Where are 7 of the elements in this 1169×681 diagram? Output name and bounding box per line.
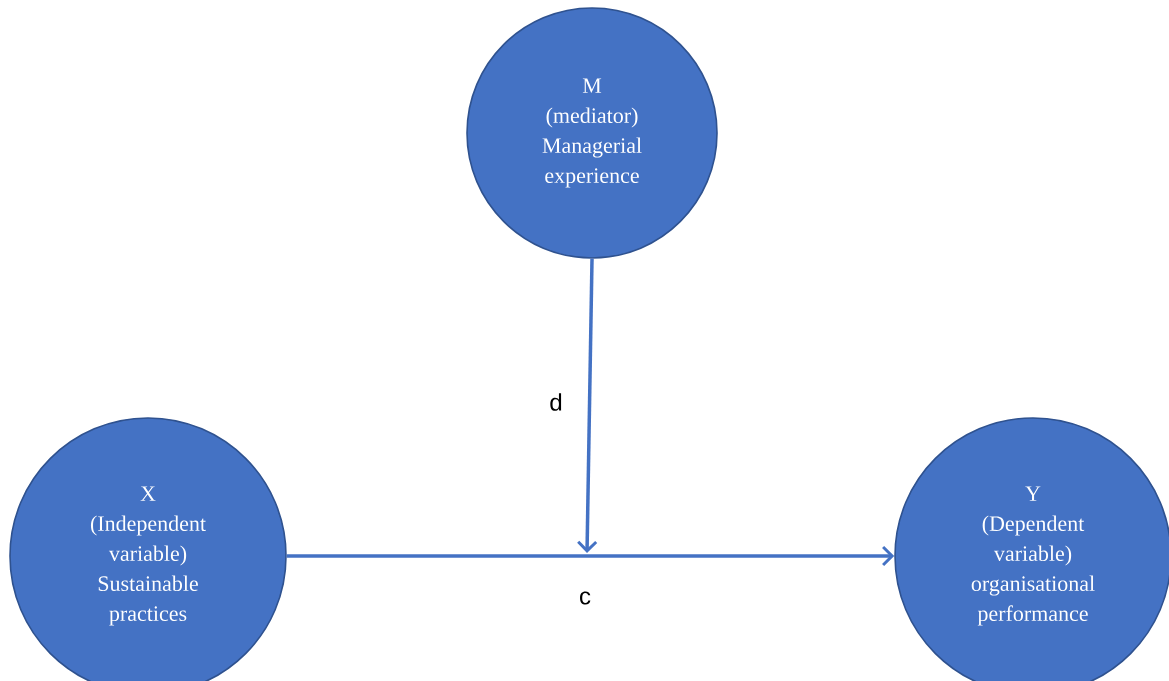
arrow bbox=[577, 258, 598, 553]
arrow bbox=[286, 545, 895, 567]
circle-node: M (mediator) Managerial experience bbox=[466, 7, 718, 259]
circle-node: X (Independent variable) Sustainable practices bbox=[9, 417, 287, 681]
edge-label: d bbox=[548, 392, 564, 412]
edge-label: c bbox=[578, 590, 592, 606]
circle-node: Y (Dependent variable) organisational performance bbox=[894, 417, 1169, 681]
